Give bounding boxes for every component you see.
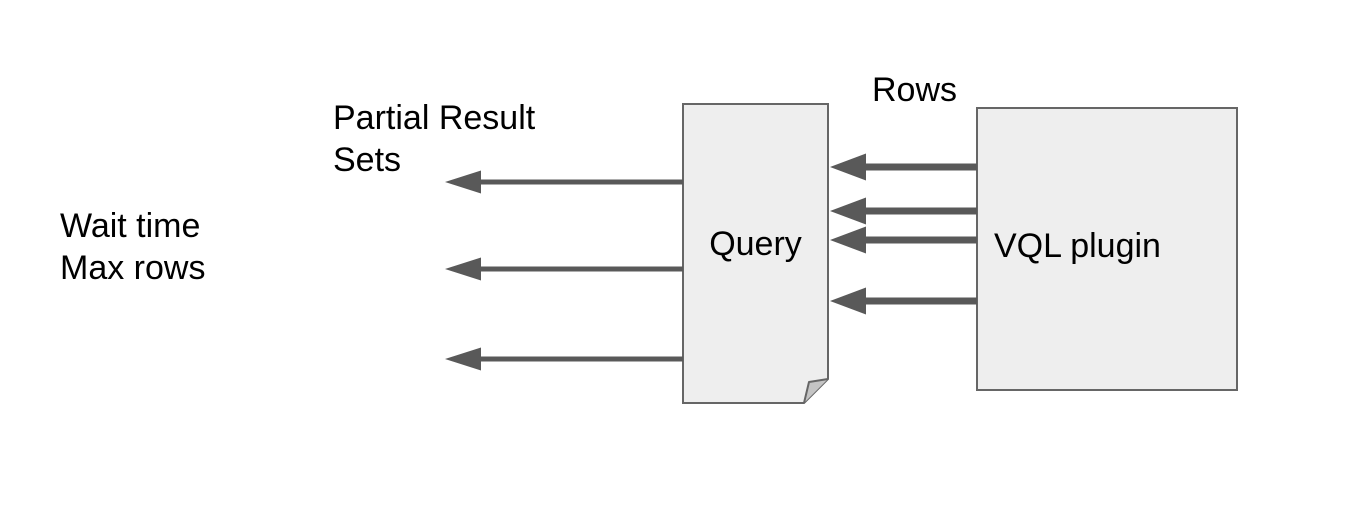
vql-plugin-node-label: VQL plugin — [977, 108, 1237, 390]
wait-time-max-rows-annotation: Wait time Max rows — [60, 205, 205, 289]
partial-result-arrow-3-head — [445, 347, 481, 371]
query-node-fold-corner — [803, 378, 829, 404]
rows-arrow-group — [830, 153, 977, 315]
partial-result-sets-annotation: Partial Result Sets — [333, 97, 535, 181]
vql-plugin-node-shape — [976, 107, 1238, 391]
vql-plugin-node-label-text: VQL plugin — [994, 226, 1161, 265]
query-node-label-text: Query — [709, 225, 802, 263]
rows-arrow-4-head — [830, 287, 866, 315]
rows-annotation: Rows — [872, 69, 957, 111]
partial-result-sets-line1: Partial Result — [333, 99, 536, 137]
max-rows-line: Max rows — [60, 249, 206, 287]
rows-arrow-1-head — [830, 153, 866, 181]
partial-result-arrow-group — [445, 170, 683, 371]
wait-time-line: Wait time — [60, 207, 201, 245]
rows-arrow-2-head — [830, 197, 866, 225]
partial-result-arrow-1-head — [445, 170, 481, 194]
query-node-label: Query — [683, 104, 828, 403]
partial-result-arrow-2-head — [445, 257, 481, 281]
rows-arrow-3-head — [830, 226, 866, 254]
partial-result-sets-line2: Sets — [333, 141, 402, 179]
rows-annotation-text: Rows — [872, 71, 958, 109]
